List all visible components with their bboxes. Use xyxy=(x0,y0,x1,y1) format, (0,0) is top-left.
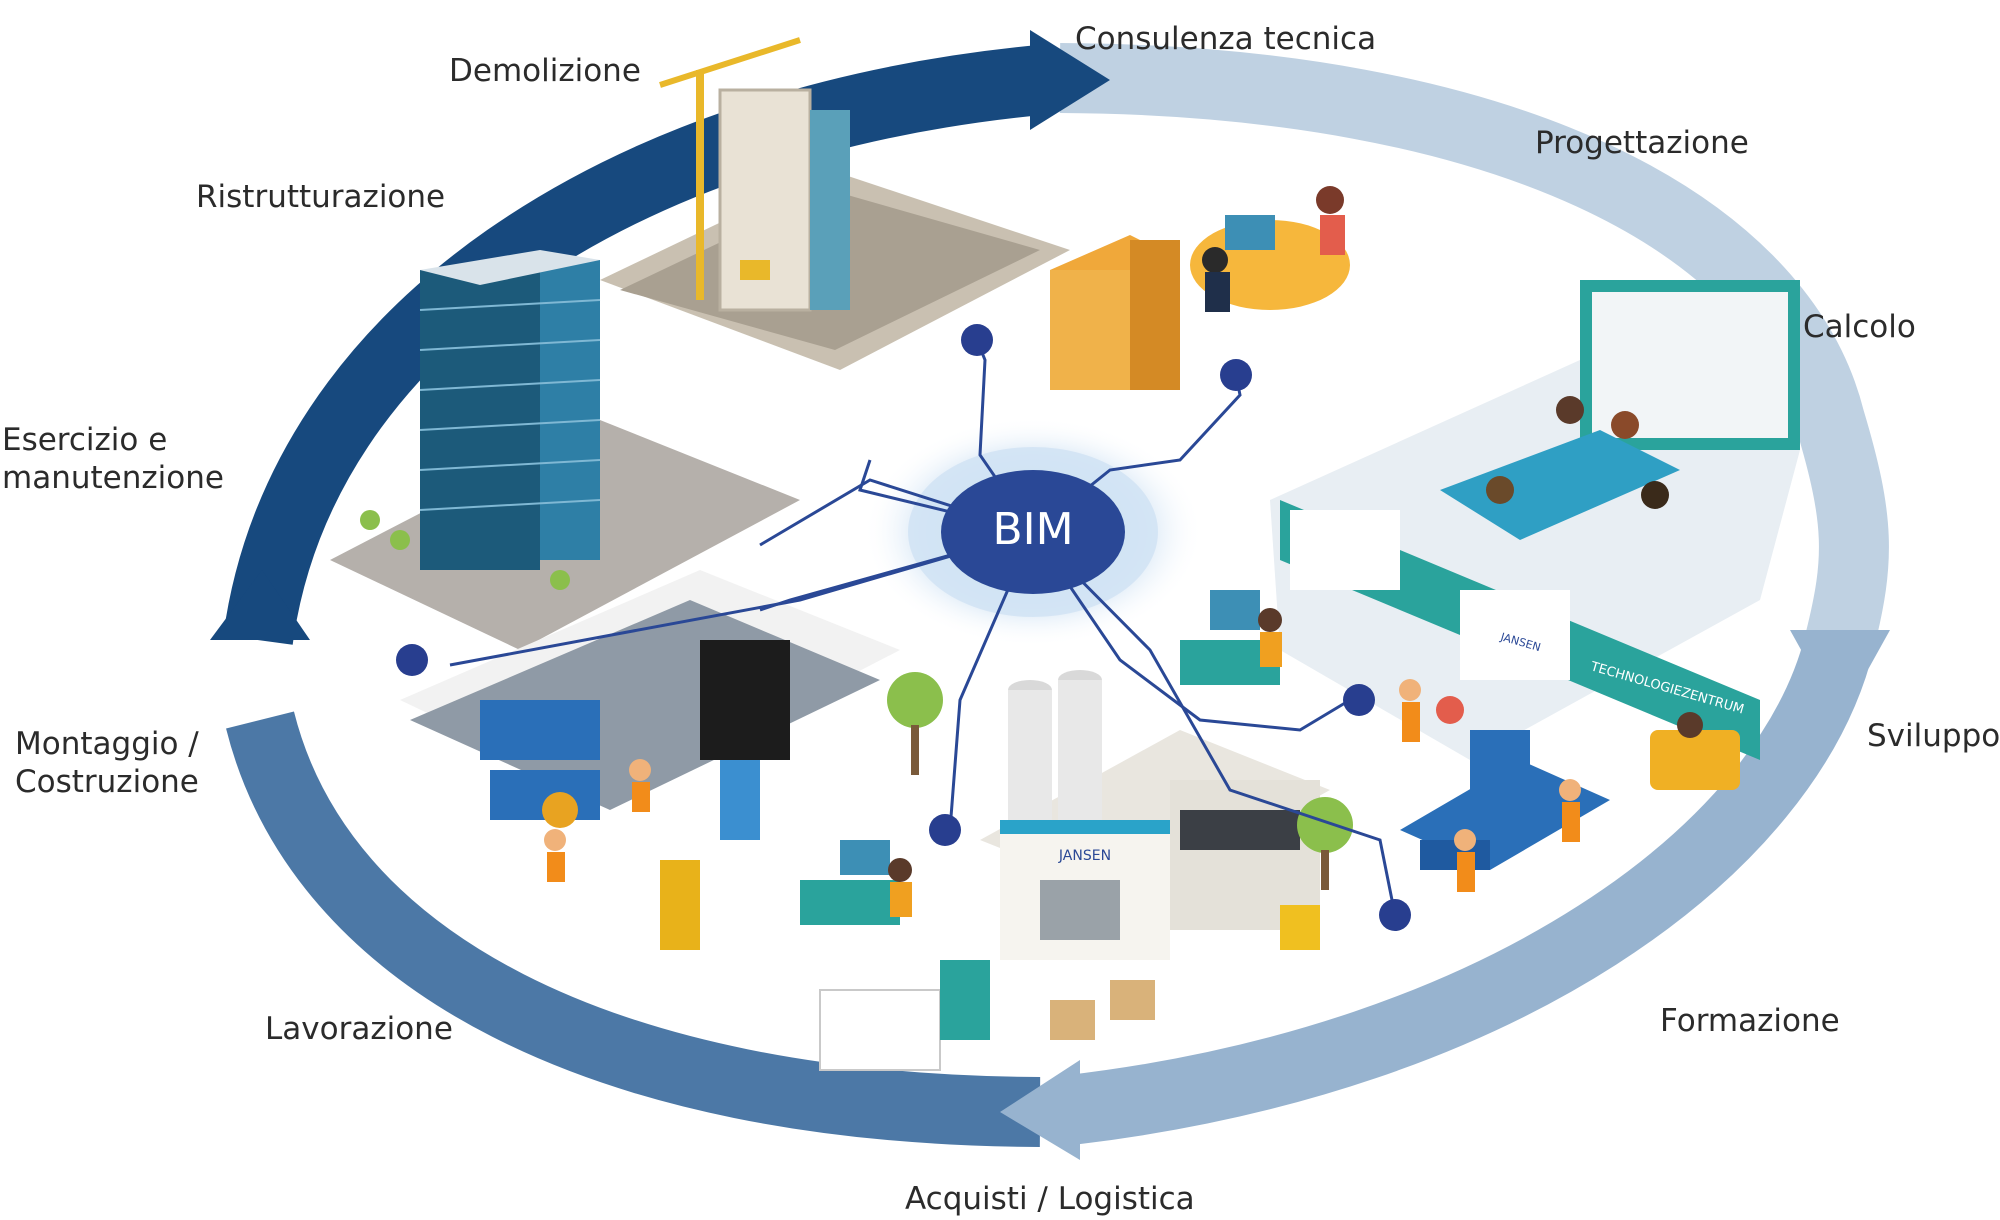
label-lavorazione: Lavorazione xyxy=(265,1011,453,1047)
bim-center-label: BIM xyxy=(992,504,1074,555)
node-right xyxy=(1343,684,1375,716)
label-demolizione: Demolizione xyxy=(449,53,641,89)
planning-office-illustration xyxy=(1050,186,1350,390)
arrowhead-left xyxy=(210,570,310,640)
bim-center xyxy=(941,470,1125,594)
label-ristrutturazione: Ristrutturazione xyxy=(196,179,446,215)
jansen-factory-sign: JANSEN xyxy=(1058,848,1111,864)
ring-arc-right-lower xyxy=(1065,631,1875,1145)
workstations-illustration xyxy=(800,590,1282,925)
label-acquisti-logistica: Acquisti / Logistica xyxy=(905,1181,1195,1217)
demolition-site-illustration xyxy=(600,37,1070,370)
training-workshop-illustration xyxy=(1399,679,1610,892)
label-calcolo: Calcolo xyxy=(1803,309,1916,345)
arrowhead-right xyxy=(1790,630,1890,720)
label-esercizio-manutenzione: Esercizio e manutenzione xyxy=(2,422,224,496)
arrowhead-top xyxy=(1030,30,1110,130)
technologiezentrum-illustration: TECHNOLOGIEZENTRUM JANSEN xyxy=(1270,280,1800,790)
label-sviluppo: Sviluppo xyxy=(1867,718,2000,754)
label-formazione: Formazione xyxy=(1660,1003,1840,1039)
node-top xyxy=(961,324,993,356)
office-tower-illustration xyxy=(330,250,800,650)
node-bottom-right xyxy=(1379,899,1411,931)
arrowhead-bottom xyxy=(1000,1060,1080,1160)
bim-connector-nodes xyxy=(396,324,1411,931)
ring-arc-bottom xyxy=(226,711,1041,1147)
workshop-illustration xyxy=(400,570,900,950)
label-montaggio-costruzione: Montaggio / Costruzione xyxy=(15,726,199,800)
label-consulenza-tecnica: Consulenza tecnica xyxy=(1075,21,1377,57)
node-top-right xyxy=(1220,359,1252,391)
jansen-factory-illustration: JANSEN xyxy=(819,670,1353,1071)
node-left xyxy=(396,644,428,676)
node-bottom xyxy=(929,814,961,846)
label-progettazione: Progettazione xyxy=(1535,125,1749,161)
